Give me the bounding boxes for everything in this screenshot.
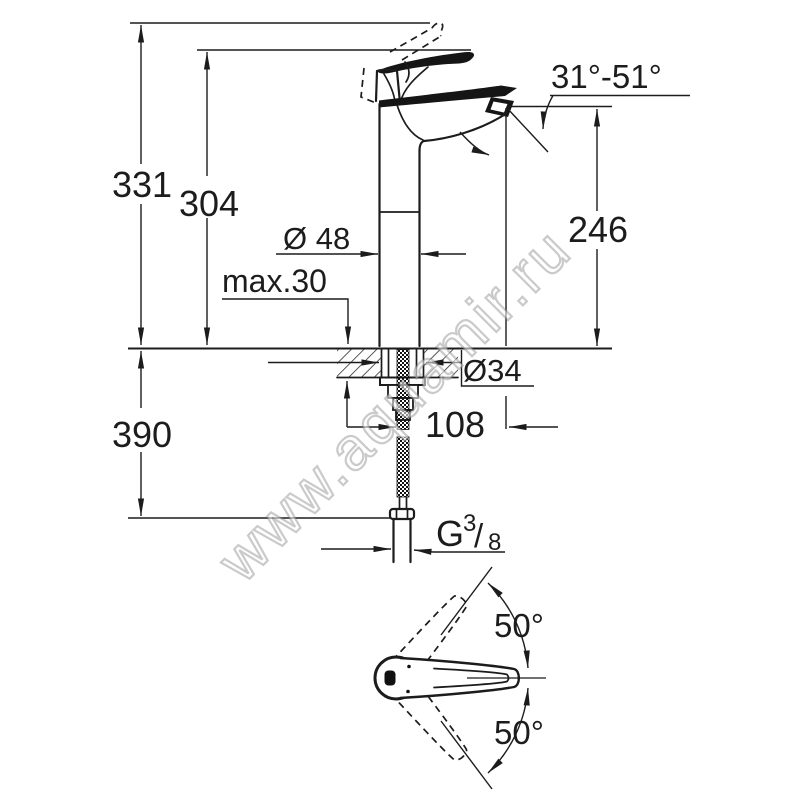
thread-prefix-label: G <box>436 513 464 554</box>
max-thickness-label: max.30 <box>222 263 327 299</box>
dimension-below-deck: 390 <box>112 351 390 519</box>
thread-numerator-label: 3 <box>463 510 476 537</box>
supply-hose <box>388 436 416 564</box>
spout-underside <box>418 113 506 153</box>
dimension-shank-offset: 108 <box>343 381 558 445</box>
dim-g38-right <box>413 548 434 555</box>
dimension-body-height: 304 <box>179 49 471 345</box>
thread-slash-label: / <box>474 517 484 554</box>
dim-below-deck-label: 390 <box>112 414 172 455</box>
faucet-side-view <box>360 22 517 348</box>
counter-hatch-left <box>337 349 382 377</box>
handle-logo-mark <box>384 670 396 686</box>
handle-rear-dashed <box>360 67 377 104</box>
hose-end-nut <box>388 507 416 521</box>
spout-angle-ray <box>506 107 549 153</box>
handle-body-outline <box>374 68 402 105</box>
handle-dashed-up-position <box>391 595 468 680</box>
dimension-max-thickness: max.30 <box>222 263 352 344</box>
dim-overall-height-label: 331 <box>112 164 172 205</box>
water-flow-arrow <box>459 131 490 156</box>
dimension-overall-height: 331 <box>112 22 430 345</box>
swing-arc-upper <box>487 582 530 669</box>
swing-ray-upper <box>440 566 493 636</box>
dim-outlet-height-label: 246 <box>568 209 628 250</box>
spout-inner-arc <box>396 104 424 141</box>
handle-raised-dashed <box>389 22 444 61</box>
dim-body-height-label: 304 <box>179 183 239 224</box>
hole-diameter-label: Ø34 <box>463 353 522 388</box>
hole-diameter-leader <box>460 350 534 387</box>
body-diameter-label: Ø 48 <box>283 221 350 256</box>
hose-braided-section <box>396 436 410 498</box>
swing-angle-lower-label: 50° <box>494 714 544 751</box>
swing-ray-lower <box>440 720 493 790</box>
handle-lever-blade <box>377 51 475 74</box>
dimension-body-diameter: Ø 48 <box>276 221 466 258</box>
swing-angle-upper-label: 50° <box>494 607 544 644</box>
handle-top-view: 50° 50° <box>373 566 546 790</box>
handle-dashed-down-position <box>391 676 468 761</box>
shank-offset-label: 108 <box>425 404 485 445</box>
handle-dot-lower <box>406 689 410 694</box>
handle-body-detail-arc <box>383 73 396 103</box>
threaded-rod-upper <box>396 349 410 430</box>
spout-angle-leader <box>540 95 554 130</box>
swing-arc-lower <box>487 687 530 774</box>
thread-denominator-label: 8 <box>488 529 501 556</box>
spout-angle-label: 31°-51° <box>551 58 662 95</box>
max-thickness-leader <box>222 298 352 344</box>
dimension-hole-diameter: Ø34 <box>268 350 534 388</box>
dimension-outlet-height: 246 <box>505 105 628 346</box>
dimension-spout-angle: 31°-51° <box>459 58 690 156</box>
aerator-slot <box>490 101 508 113</box>
handle-dot-upper <box>407 664 411 669</box>
dimension-thread: G 3 / 8 <box>321 510 505 556</box>
spout-top-edge <box>379 85 517 108</box>
countertop-section <box>128 347 612 430</box>
